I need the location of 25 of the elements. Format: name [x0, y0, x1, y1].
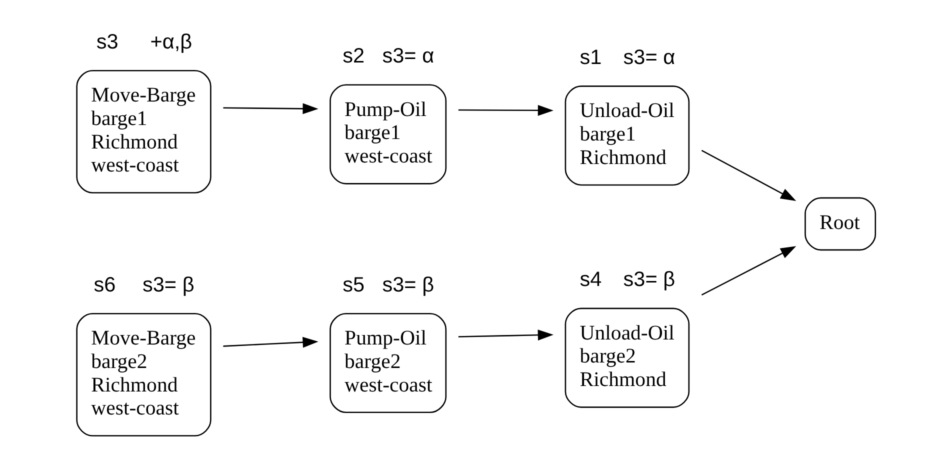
arrow	[223, 103, 318, 114]
node-label: +α,β	[150, 30, 192, 54]
node-box: Root	[804, 197, 876, 251]
node-box: Move-Barge barge1 Richmond west-coast	[76, 70, 212, 194]
node-label: s3= α	[623, 46, 676, 69]
node-box: Move-Barge barge2 Richmond west-coast	[76, 312, 212, 436]
node-label: s6	[94, 273, 116, 296]
node-label: s1	[580, 46, 602, 69]
node-box: Unload-Oil barge1 Richmond	[564, 86, 690, 186]
node-label: s3= α	[382, 44, 434, 68]
arrow	[458, 330, 554, 340]
arrow	[701, 246, 796, 296]
node-box: Pump-Oil barge2 west-coast	[330, 312, 447, 414]
node-label: s3= β	[142, 273, 194, 296]
node-box: Pump-Oil barge1 west-coast	[330, 84, 447, 184]
node-label: s5	[342, 273, 365, 296]
node-label: s3	[96, 30, 118, 54]
node-label: s3= β	[382, 273, 434, 296]
node-label: s4	[580, 268, 602, 292]
arrow	[223, 336, 318, 348]
node-label: s3= β	[623, 268, 676, 292]
node-label: s2	[342, 44, 365, 68]
node-box: Unload-Oil barge2 Richmond	[564, 308, 690, 408]
arrow	[458, 104, 554, 116]
arrow	[701, 150, 796, 202]
